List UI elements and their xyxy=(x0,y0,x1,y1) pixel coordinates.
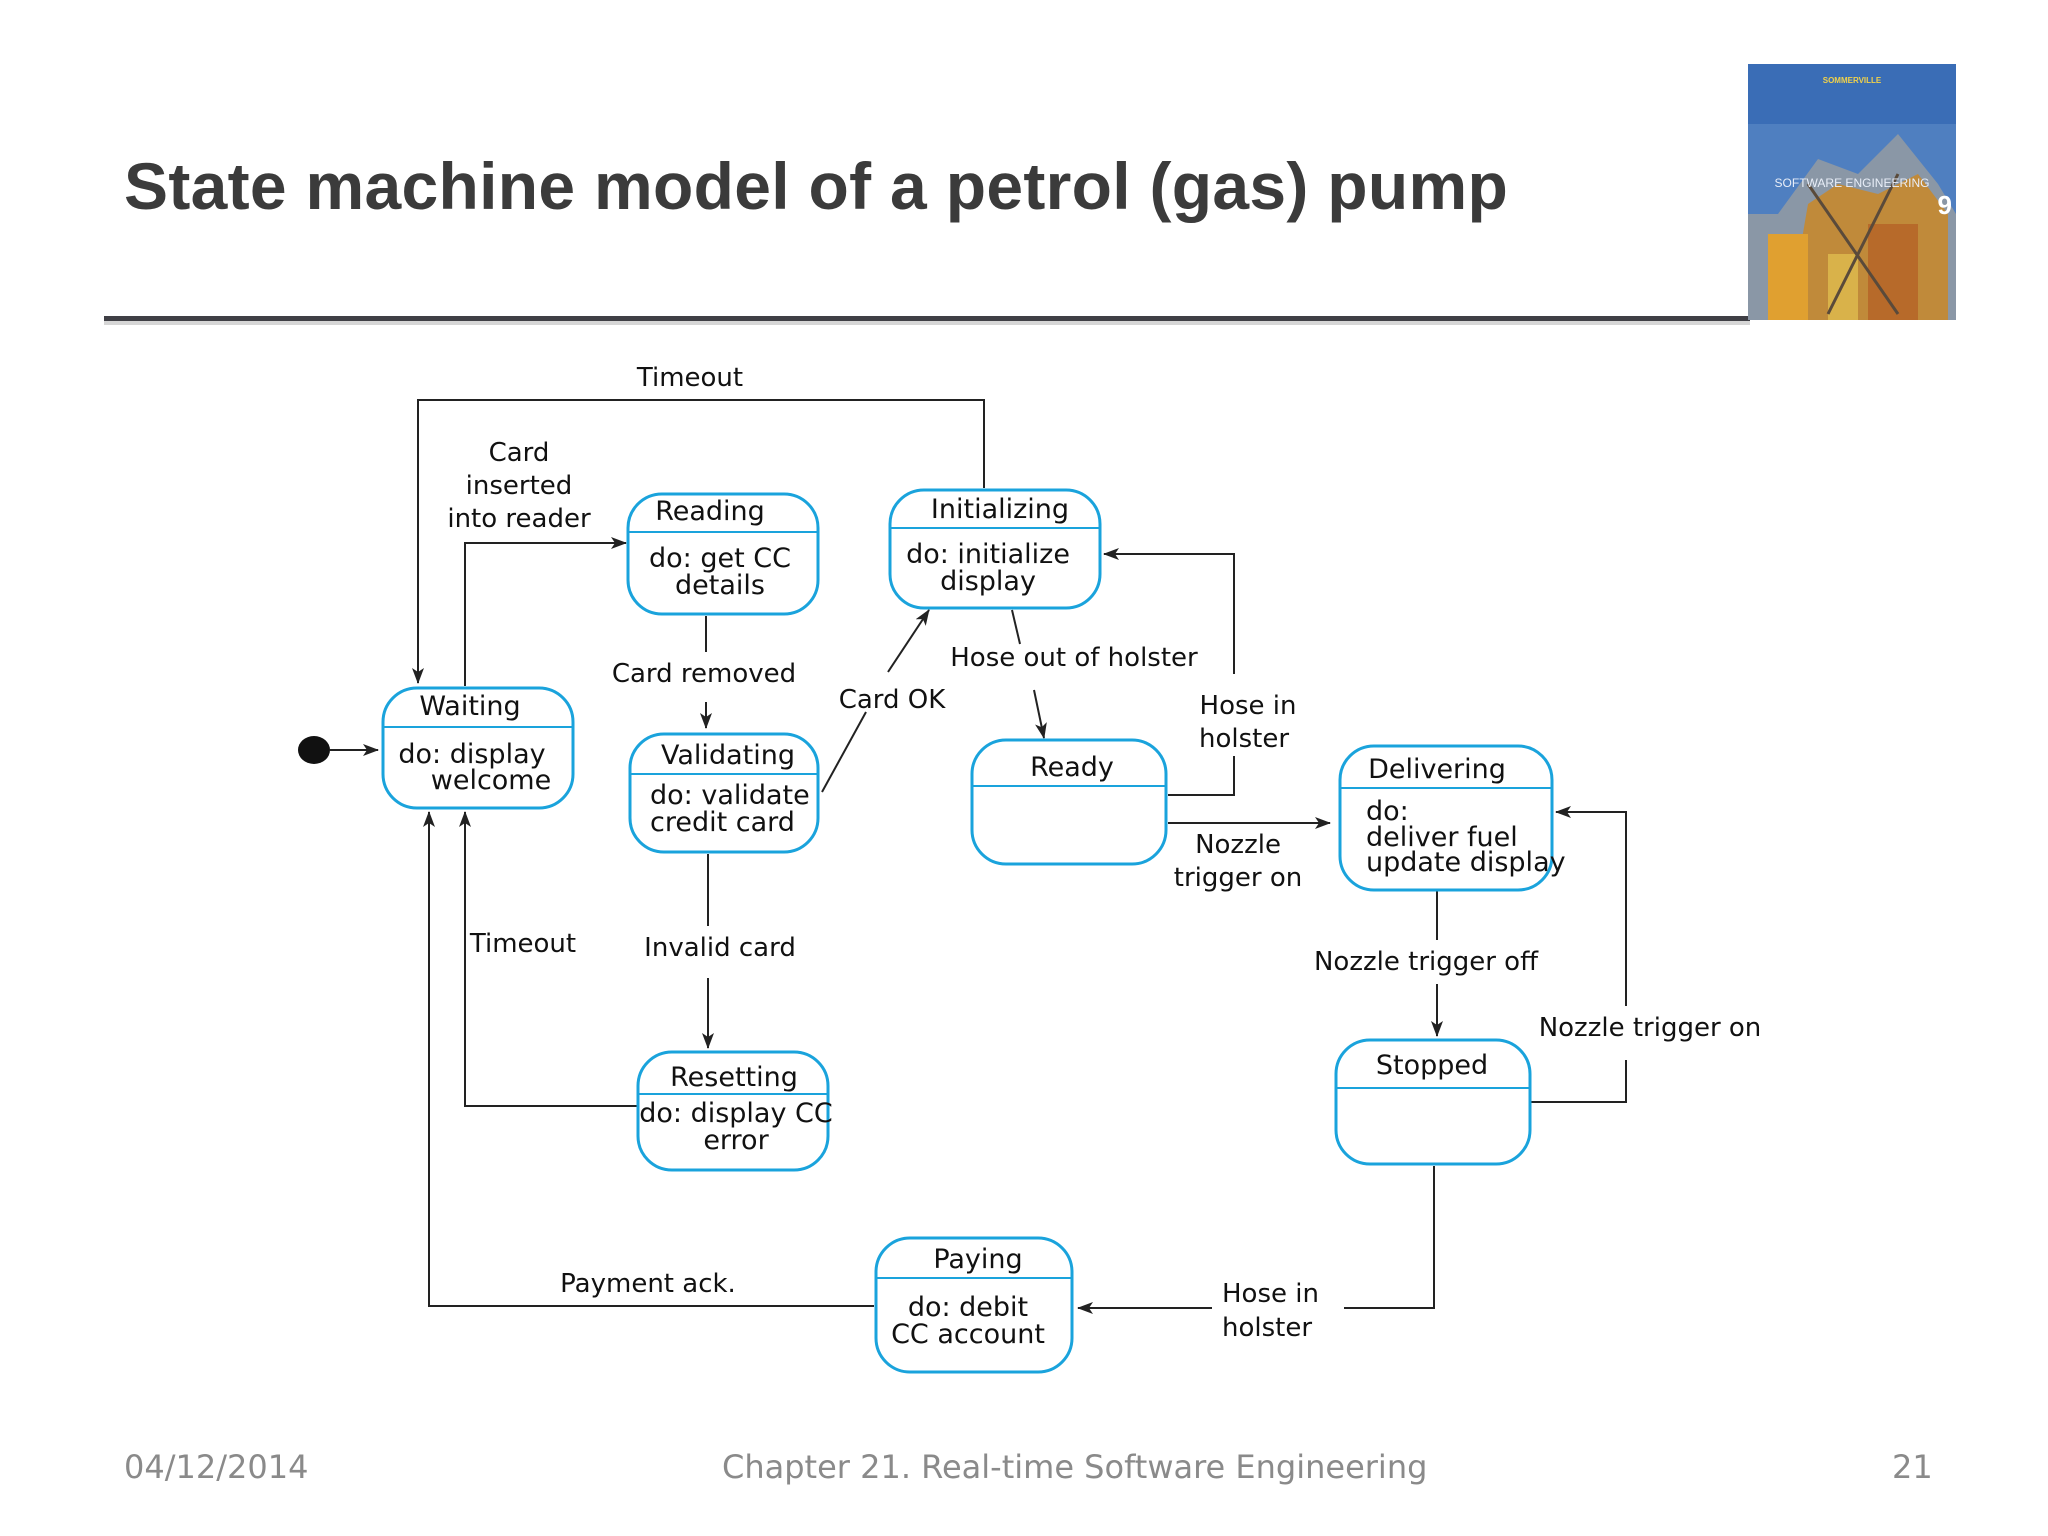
state-delivering-name: Delivering xyxy=(1368,754,1506,785)
label-hose-in-lower-1: Hose in xyxy=(1222,1279,1319,1309)
transition-hose-in-upper xyxy=(1168,756,1235,796)
state-validating-name: Validating xyxy=(661,740,795,771)
transition-nozzle-on-stopped xyxy=(1530,1060,1627,1103)
state-initializing-box xyxy=(888,488,1102,610)
label-hose-out: Hose out of holster xyxy=(950,643,1198,673)
label-nozzle-on-ready-1: Nozzle xyxy=(1195,830,1281,860)
state-delivering-box xyxy=(1338,744,1554,892)
book-cover-edition: 9 xyxy=(1937,190,1952,220)
slide-title: State machine model of a petrol (gas) pu… xyxy=(124,149,1509,223)
state-initializing-action-1: do: initialize xyxy=(906,539,1070,570)
state-waiting-box xyxy=(381,686,575,810)
transition-nozzle-on-stopped-arrow xyxy=(1555,806,1627,1006)
state-boxes xyxy=(381,488,1554,1374)
footer-chapter: Chapter 21. Real-time Software Engineeri… xyxy=(722,1448,1428,1486)
title-divider xyxy=(104,316,1750,321)
state-resetting-name: Resetting xyxy=(670,1062,798,1093)
state-paying-action-2: CC account xyxy=(891,1319,1045,1350)
label-timeout-left: Timeout xyxy=(469,929,576,959)
state-validating-action-1: do: validate xyxy=(650,780,810,811)
transition-labels: Timeout Card inserted into reader Card r… xyxy=(447,363,1761,1343)
label-nozzle-on-stopped: Nozzle trigger on xyxy=(1539,1013,1762,1043)
label-timeout-top: Timeout xyxy=(636,363,743,393)
state-reading-name: Reading xyxy=(655,496,765,527)
state-waiting-action-1: do: display xyxy=(398,739,545,770)
transition-hose-in-upper-arrow xyxy=(1103,548,1235,674)
label-hose-in-upper-2: holster xyxy=(1199,724,1289,754)
state-resetting-box xyxy=(636,1050,830,1172)
state-paying-action-1: do: debit xyxy=(908,1292,1028,1323)
state-reading-action-2: details xyxy=(675,570,765,601)
transition-hose-in-lower xyxy=(1344,1166,1435,1309)
label-card-removed: Card removed xyxy=(612,659,796,689)
label-card-inserted-3: into reader xyxy=(447,504,591,534)
label-nozzle-off: Nozzle trigger off xyxy=(1314,947,1539,977)
book-cover-header: SOMMERVILLE xyxy=(1822,76,1882,85)
transition-card-ok-arrow xyxy=(887,609,930,673)
footer-page-number: 21 xyxy=(1892,1448,1933,1486)
state-ready-box xyxy=(970,738,1168,866)
state-resetting-action-1: do: display CC xyxy=(639,1098,833,1129)
title-divider-shadow xyxy=(104,321,1750,325)
transition-timeout-left xyxy=(459,811,638,1107)
state-paying-name: Paying xyxy=(933,1244,1022,1275)
state-labels: Waiting do: display welcome Reading do: … xyxy=(398,494,1565,1350)
state-waiting-name: Waiting xyxy=(419,691,520,722)
state-initializing-action-2: display xyxy=(940,566,1036,597)
label-nozzle-on-ready-2: trigger on xyxy=(1174,863,1302,893)
footer-date: 04/12/2014 xyxy=(124,1448,309,1486)
state-waiting-action-2: welcome xyxy=(431,765,551,796)
book-cover-title: SOFTWARE ENGINEERING xyxy=(1774,176,1930,190)
transition-card-inserted xyxy=(464,537,627,686)
label-card-inserted-1: Card xyxy=(489,438,550,468)
state-resetting-action-2: error xyxy=(703,1125,769,1156)
label-hose-in-lower-2: holster xyxy=(1222,1313,1312,1343)
state-initializing-name: Initializing xyxy=(931,494,1069,525)
transition-lines xyxy=(330,399,1627,1314)
transition-payment-ack xyxy=(423,811,874,1307)
state-validating-box xyxy=(628,732,820,854)
label-hose-in-upper-1: Hose in xyxy=(1200,691,1297,721)
state-ready-name: Ready xyxy=(1030,752,1114,783)
transition-hose-out-arrow xyxy=(1033,689,1047,739)
transition-hose-out xyxy=(1011,609,1021,645)
state-dividers xyxy=(384,527,1551,1279)
state-delivering-action-2: deliver fuel xyxy=(1366,822,1518,853)
initial-state-dot xyxy=(298,736,330,764)
state-delivering-action-3: update display xyxy=(1366,847,1566,878)
label-card-inserted-2: inserted xyxy=(466,471,573,501)
label-card-ok: Card OK xyxy=(839,685,947,715)
state-paying-box xyxy=(874,1236,1074,1374)
label-invalid-card: Invalid card xyxy=(644,933,796,963)
label-payment-ack: Payment ack. xyxy=(560,1269,736,1299)
state-delivering-action-1: do: xyxy=(1366,796,1409,827)
transition-card-ok xyxy=(821,711,867,793)
book-cover-art xyxy=(1748,64,1956,320)
state-reading-action-1: do: get CC xyxy=(649,543,791,574)
state-validating-action-2: credit card xyxy=(650,807,795,838)
transition-timeout-top xyxy=(412,399,985,684)
state-stopped-name: Stopped xyxy=(1376,1050,1488,1081)
book-cover-image: SOMMERVILLE SOFTWARE ENGINEERING 9 xyxy=(1748,64,1956,320)
state-stopped-box xyxy=(1334,1038,1532,1166)
state-reading-box xyxy=(626,492,820,616)
